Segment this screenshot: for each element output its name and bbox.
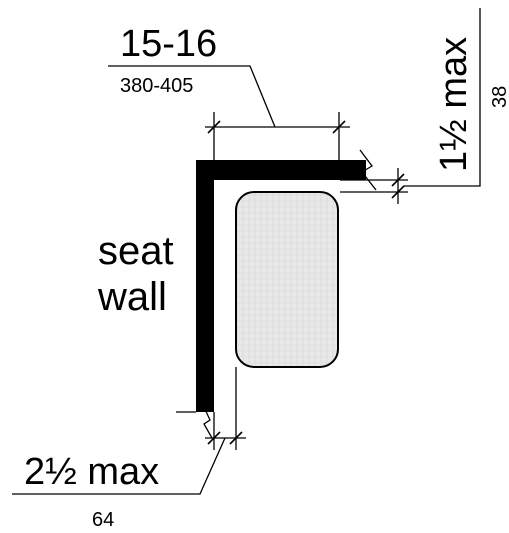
- seat: [235, 191, 339, 368]
- wall-break-top: [359, 149, 377, 191]
- gap-top-metric-label: 38: [489, 86, 509, 108]
- wall-l-shape: [196, 160, 366, 412]
- dimension-gap-top: 1½ max 38: [340, 8, 509, 204]
- width-imperial-label: 15-16: [120, 23, 217, 65]
- seat-wall-label-line1: seat: [98, 229, 174, 273]
- dimension-width: 15-16 380-405: [108, 23, 350, 160]
- seat-wall-label-line2: wall: [97, 275, 167, 319]
- width-metric-label: 380-405: [120, 75, 193, 97]
- gap-top-imperial-label: 1½ max: [433, 37, 475, 172]
- dimension-gap-wall: 2½ max 64: [12, 367, 246, 531]
- gap-wall-metric-label: 64: [92, 509, 114, 531]
- wall-break-bottom: [176, 404, 213, 439]
- gap-wall-imperial-label: 2½ max: [24, 451, 159, 493]
